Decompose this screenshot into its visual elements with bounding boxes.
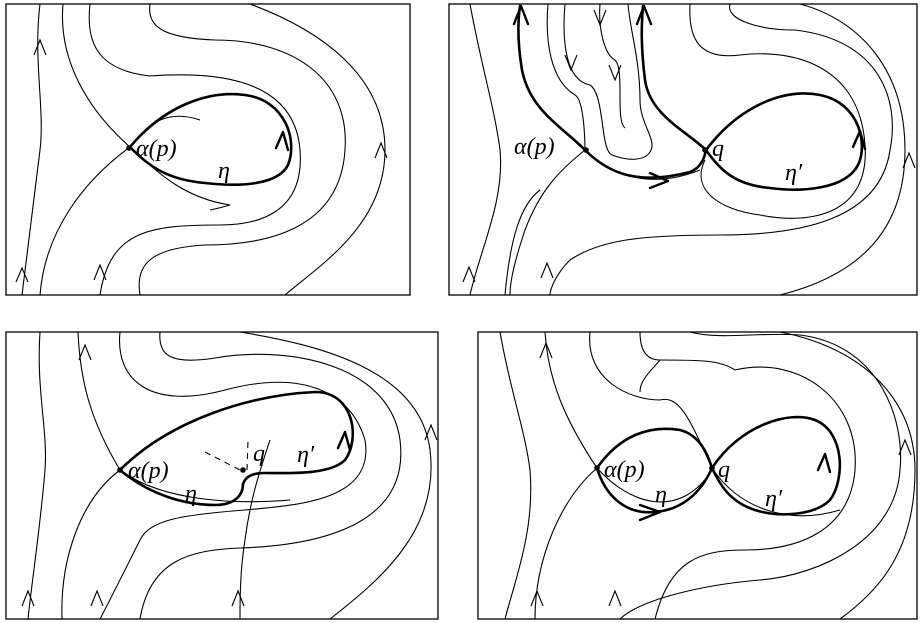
orbit-arrow xyxy=(274,130,290,152)
panel-bottom-right: α(p) q η η′ xyxy=(477,331,918,620)
label-saddle: q xyxy=(253,441,265,467)
fixed-point-dot xyxy=(126,145,132,151)
flow-arrows xyxy=(15,38,388,283)
label-fixed-point: α(p) xyxy=(128,458,169,484)
panel-top-left: α(p) η xyxy=(5,3,411,296)
flow-arrows xyxy=(21,343,438,607)
panel-frame xyxy=(448,3,918,296)
label-fixed-point: α(p) xyxy=(514,134,555,160)
panel-frame xyxy=(477,331,918,620)
panel-bottom-left: α(p) η q η′ xyxy=(5,331,439,620)
orbit-arrow-eta xyxy=(638,503,662,522)
unstable-branch-right xyxy=(640,4,708,152)
label-orbit-prime: η′ xyxy=(297,442,315,468)
orbit-eta xyxy=(128,92,293,186)
orbit-eta-prime xyxy=(118,390,355,486)
fixed-point-dot xyxy=(583,147,589,153)
label-orbit-prime: η′ xyxy=(765,486,783,512)
fixed-point-dot xyxy=(117,467,123,473)
orbit-arrow xyxy=(336,430,352,452)
flow-arrows xyxy=(462,9,916,283)
label-orbit: η xyxy=(218,158,230,184)
panel-frame xyxy=(5,331,439,620)
label-orbit: η xyxy=(185,481,197,507)
orbit-eta xyxy=(118,468,245,507)
label-orbit: η xyxy=(655,482,667,508)
label-fixed-point: α(p) xyxy=(604,457,645,483)
label-orbit: η′ xyxy=(785,160,803,186)
label-saddle: q xyxy=(712,136,724,162)
orbit-eta-prime xyxy=(704,92,864,191)
panel-frame xyxy=(5,3,411,296)
dashed-separatrix-a xyxy=(204,451,241,471)
panel-top-right: α(p) q η′ xyxy=(448,3,918,296)
saddle-dot xyxy=(702,147,708,153)
dashed-separatrix-b xyxy=(246,439,249,471)
label-fixed-point: α(p) xyxy=(136,136,177,162)
flow-lines xyxy=(21,3,386,296)
branch-arrow-left xyxy=(512,4,530,26)
orbit-arrow-eta-prime xyxy=(816,452,832,474)
orbit-arrow xyxy=(851,129,867,151)
saddle-dot xyxy=(240,467,246,473)
label-saddle: q xyxy=(718,457,730,483)
orbit-eta-prime xyxy=(710,415,842,516)
connecting-orbit-arrow xyxy=(648,171,670,190)
branch-arrow-right xyxy=(635,4,653,26)
flow-lines xyxy=(27,331,432,620)
flow-arrows xyxy=(530,341,912,607)
connecting-orbit xyxy=(583,148,708,179)
unstable-branch-left xyxy=(517,4,587,152)
saddle-dot xyxy=(709,465,715,471)
fixed-point-dot xyxy=(594,465,600,471)
